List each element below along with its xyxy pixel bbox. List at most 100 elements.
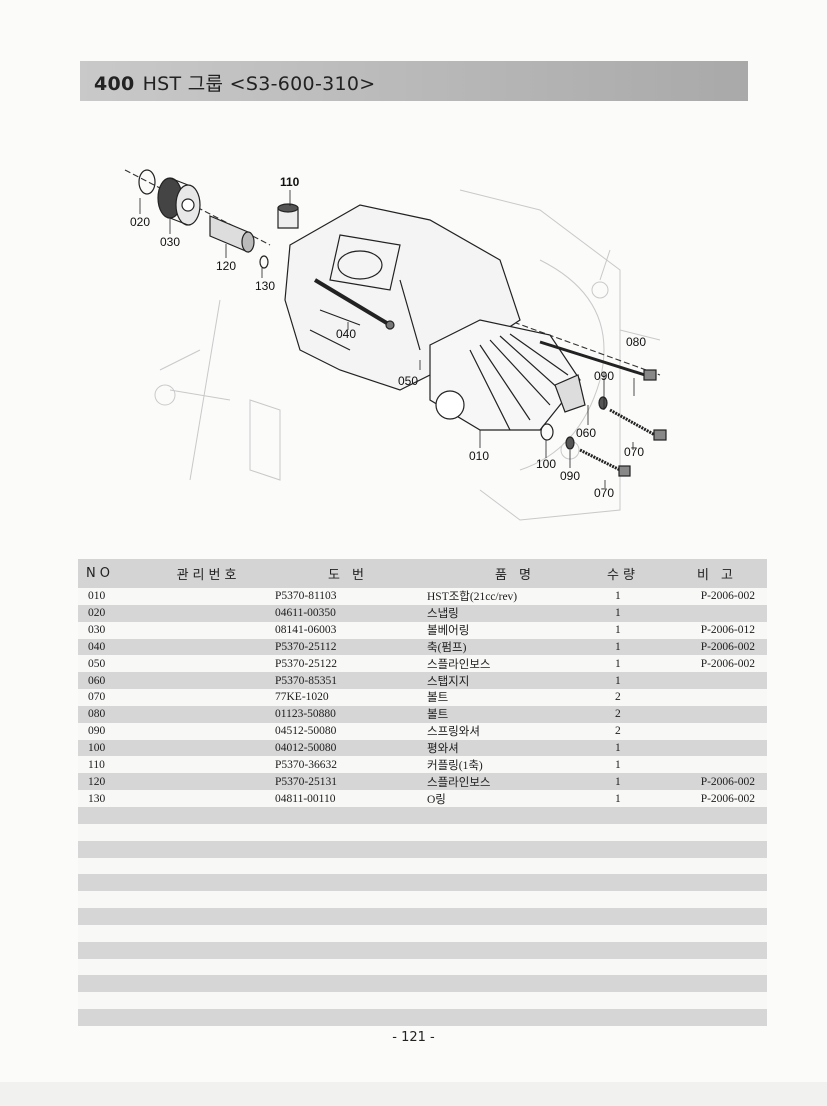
- page-number: - 121 -: [392, 1030, 435, 1045]
- cell-no: 030: [78, 621, 146, 639]
- cell-mgmt-no: [146, 924, 271, 942]
- cell-drawing-no: P5370-85351: [271, 672, 421, 690]
- cell-mgmt-no: [146, 705, 271, 723]
- cell-drawing-no: P5370-25122: [271, 655, 421, 673]
- cell-mgmt-no: [146, 941, 271, 959]
- cell-part-name: 스탭지지: [421, 672, 603, 690]
- bolt-080-drawing: [539, 340, 657, 381]
- cell-qty: 1: [603, 790, 667, 807]
- table-row: [78, 806, 767, 824]
- cell-remark: [667, 823, 767, 841]
- cell-qty: [603, 908, 667, 925]
- callout-label: 090: [594, 369, 614, 383]
- cell-part-name: 볼트: [421, 705, 603, 723]
- cell-mgmt-no: [146, 588, 271, 605]
- cell-no: 120: [78, 773, 146, 791]
- cell-drawing-no: P5370-36632: [271, 756, 421, 774]
- cell-drawing-no: 04811-00110: [271, 790, 421, 807]
- table-row: [78, 891, 767, 909]
- cell-qty: 1: [603, 773, 667, 791]
- cell-qty: [603, 823, 667, 841]
- cell-mgmt-no: [146, 790, 271, 807]
- col-header-mgmt-no: 관리번호: [146, 559, 271, 588]
- cell-drawing-no: 08141-06003: [271, 621, 421, 639]
- cell-remark: [667, 941, 767, 959]
- o-ring-drawing: [259, 255, 269, 269]
- table-row: [78, 958, 767, 976]
- cell-remark: [667, 604, 767, 622]
- cell-drawing-no: [271, 891, 421, 909]
- cell-remark: [667, 705, 767, 723]
- cell-part-name: [421, 958, 603, 976]
- cell-drawing-no: [271, 924, 421, 942]
- cell-drawing-no: [271, 806, 421, 824]
- cell-qty: [603, 975, 667, 993]
- cell-drawing-no: P5370-25131: [271, 773, 421, 791]
- cell-part-name: HST조합(21cc/rev): [421, 588, 603, 605]
- cell-mgmt-no: [146, 638, 271, 656]
- cell-qty: 1: [603, 588, 667, 605]
- cell-no: 130: [78, 790, 146, 807]
- callout-label: 130: [255, 279, 275, 293]
- cell-remark: [667, 689, 767, 706]
- cell-drawing-no: P5370-25112: [271, 638, 421, 656]
- coupling-drawing: [277, 203, 299, 229]
- cell-part-name: [421, 806, 603, 824]
- cell-remark: P-2006-002: [667, 773, 767, 791]
- cell-remark: [667, 756, 767, 774]
- cell-remark: [667, 975, 767, 993]
- bolt-070-upper-drawing: [609, 408, 667, 441]
- cell-qty: [603, 992, 667, 1010]
- pump-shaft-drawing: [313, 278, 395, 330]
- callout-label: 120: [216, 259, 236, 273]
- cell-no: [78, 992, 146, 1010]
- cell-part-name: [421, 975, 603, 993]
- flat-washer-drawing: [540, 423, 554, 441]
- cell-part-name: 커플링(1축): [421, 756, 603, 774]
- cell-part-name: 스냅링: [421, 604, 603, 622]
- cell-no: [78, 975, 146, 993]
- cell-qty: [603, 941, 667, 959]
- cell-drawing-no: [271, 857, 421, 875]
- cell-drawing-no: [271, 992, 421, 1010]
- cell-mgmt-no: [146, 655, 271, 673]
- cell-drawing-no: 01123-50880: [271, 705, 421, 723]
- cell-no: 100: [78, 739, 146, 757]
- cell-drawing-no: 77KE-1020: [271, 689, 421, 706]
- cell-qty: 1: [603, 739, 667, 757]
- cell-part-name: 축(펌프): [421, 638, 603, 656]
- cell-remark: [667, 840, 767, 858]
- cell-remark: [667, 857, 767, 875]
- leader-lines: [139, 190, 635, 488]
- cell-part-name: 스프링와셔: [421, 722, 603, 740]
- cell-mgmt-no: [146, 621, 271, 639]
- col-header-no: NO: [78, 559, 146, 588]
- cell-remark: P-2006-002: [667, 638, 767, 656]
- spring-washer-lower: [565, 436, 575, 450]
- callout-label: 030: [160, 235, 180, 249]
- cell-part-name: O링: [421, 790, 603, 807]
- cell-qty: 1: [603, 621, 667, 639]
- cell-remark: [667, 908, 767, 925]
- cell-mgmt-no: [146, 857, 271, 875]
- cell-drawing-no: [271, 975, 421, 993]
- table-row: [78, 823, 767, 841]
- cell-drawing-no: [271, 823, 421, 841]
- cell-part-name: [421, 891, 603, 909]
- cell-remark: P-2006-002: [667, 790, 767, 807]
- table-row: [78, 874, 767, 892]
- cell-remark: [667, 722, 767, 740]
- bolt-070-lower-drawing: [579, 448, 631, 477]
- cell-no: [78, 1009, 146, 1026]
- cell-qty: [603, 806, 667, 824]
- section-header-band: [80, 61, 748, 101]
- callout-label: 070: [594, 486, 614, 500]
- cell-qty: [603, 958, 667, 976]
- cell-part-name: [421, 840, 603, 858]
